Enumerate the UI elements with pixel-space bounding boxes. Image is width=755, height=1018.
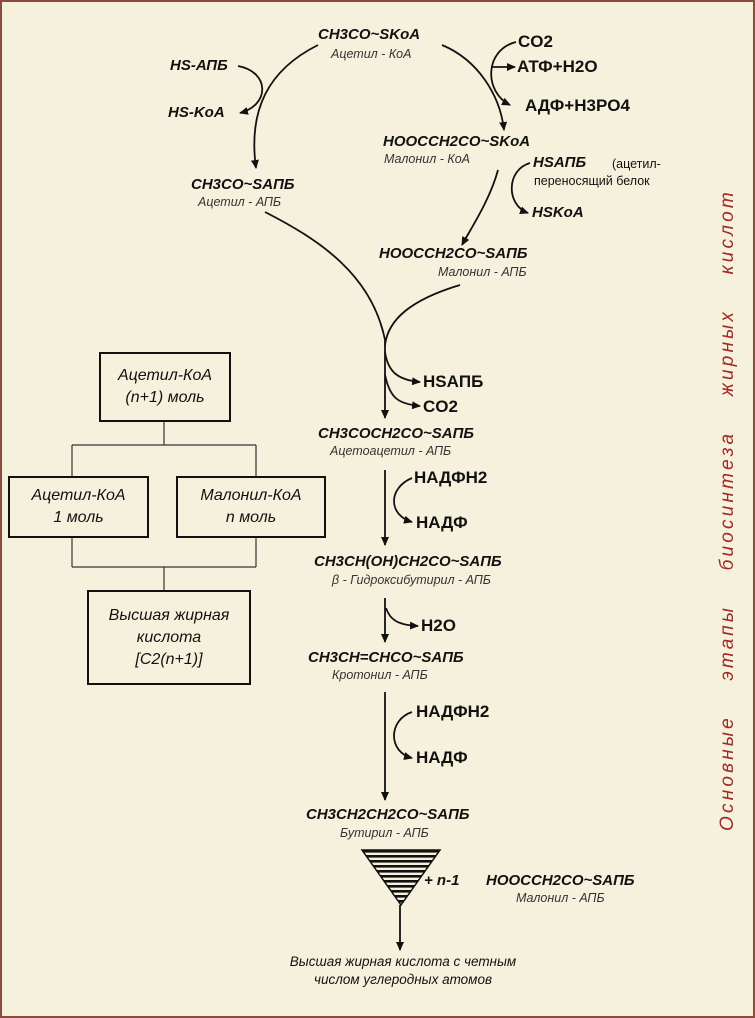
adp-h3po4-label: АДФ+H3PO4 [525,96,630,115]
box-acetyl-one-line-2: 1 моль [53,509,104,526]
nadph-2-side [393,711,413,760]
release-co2-label: CO2 [423,397,458,416]
hsapb-carrier-label: HSAПБ [533,154,587,171]
acetyl-apb-formula: CH3CO~SAПБ [191,176,295,193]
final-product-line-2: числом углеродных атомов [313,972,492,987]
acetoacetyl-formula: CH3COCH2CO~SAПБ [318,425,475,442]
arc-acetyl-coa-to-acetyl-apb [250,44,319,169]
plus-n-label: + n-1 [424,872,460,889]
hs-apb-label: HS-АПБ [170,57,228,74]
hydroxybutyryl-name: β - Гидроксибутирил - АПБ [332,573,491,587]
malonyl-apb-formula: HOOCCH2CO~SAПБ [379,245,528,262]
carrier-note-2: переносящий белок [534,174,650,188]
scheme-connectors [71,422,257,590]
acetyl-coa-name: Ацетил - КоА [331,47,412,61]
hs-apb-side-arrow [237,65,264,115]
release-hsapb-label: HSAПБ [423,372,484,391]
malonyl-apb-2-name: Малонил - АПБ [516,891,605,905]
hs-koa-label: HS-KoA [168,104,225,121]
box-acetyl-total-line-2: (n+1) моль [125,389,205,406]
co2-top-label: CO2 [518,32,553,51]
atp-h2o-label: АТФ+H2O [517,57,598,76]
release-hsapb [384,351,421,386]
hydroxybutyryl-formula: CH3CH(OH)CH2CO~SAПБ [314,553,502,570]
box-fatty-acid-line-1: Высшая жирная [108,606,230,624]
butyryl-name: Бутирил - АПБ [340,826,429,840]
box-malonyl-n-line-1: Малонил-КоА [200,487,302,504]
h2o-release [385,607,419,630]
nadph-1-label: НАДФН2 [414,468,488,487]
crotonyl-name: Кротонил - АПБ [332,668,428,682]
converge-right [384,284,461,346]
box-fatty-acid-line-2: кислота [136,628,202,646]
box-fatty-acid: Высшая жирная кислота [C2(n+1)] [87,590,251,685]
nadph-2-label: НАДФН2 [416,702,490,721]
final-product-line-1: Высшая жирная кислота с четным [289,954,517,969]
malonyl-apb-name: Малонил - АПБ [438,265,527,279]
acetyl-apb-name: Ацетил - АПБ [198,195,282,209]
co2-atp-side-arrow [490,41,517,106]
acetoacetyl-name: Ацетоацетил - АПБ [330,444,452,458]
converge-left [264,211,389,419]
box-acetyl-one: Ацетил-КоА 1 моль [8,476,149,538]
hsapb-side-arrow [510,162,531,215]
nadph-1-side [393,477,413,524]
carrier-note-1: (ацетил- [612,157,661,171]
box-malonyl-n: Малонил-КоА n моль [176,476,326,538]
side-title: Основные этапы биосинтеза жирных кислот [717,189,738,831]
nadp-1-label: НАДФ [416,513,468,532]
final-product: Высшая жирная кислота с четным числом уг… [250,953,556,989]
box-acetyl-total-line-1: Ацетил-КоА [117,367,213,384]
hskoa-label: HSKoA [532,204,584,221]
arc-acetyl-coa-to-malonyl-coa [441,44,508,131]
box-fatty-acid-line-3: [C2(n+1)] [135,650,203,668]
box-malonyl-n-line-2: n моль [225,509,277,526]
box-acetyl-one-line-1: Ацетил-КоА [31,487,126,504]
elongation-cone [360,849,442,907]
malonyl-apb-2-formula: HOOCCH2CO~SAПБ [486,872,635,889]
crotonyl-formula: CH3CH=CHCO~SAПБ [308,649,464,666]
malonyl-coa-formula: HOOCCH2CO~SKoA [383,133,531,150]
box-acetyl-total: Ацетил-КоА (n+1) моль [99,352,231,422]
nadp-2-label: НАДФ [416,748,468,767]
h2o-label: H2O [421,616,456,635]
arc-malonyl-coa-to-malonyl-apb [461,169,499,246]
release-co2 [384,374,421,410]
acetyl-coa-formula: CH3CO~SKoA [318,26,421,43]
butyryl-formula: CH3CH2CH2CO~SAПБ [306,806,470,823]
malonyl-coa-name: Малонил - КоА [384,152,471,166]
